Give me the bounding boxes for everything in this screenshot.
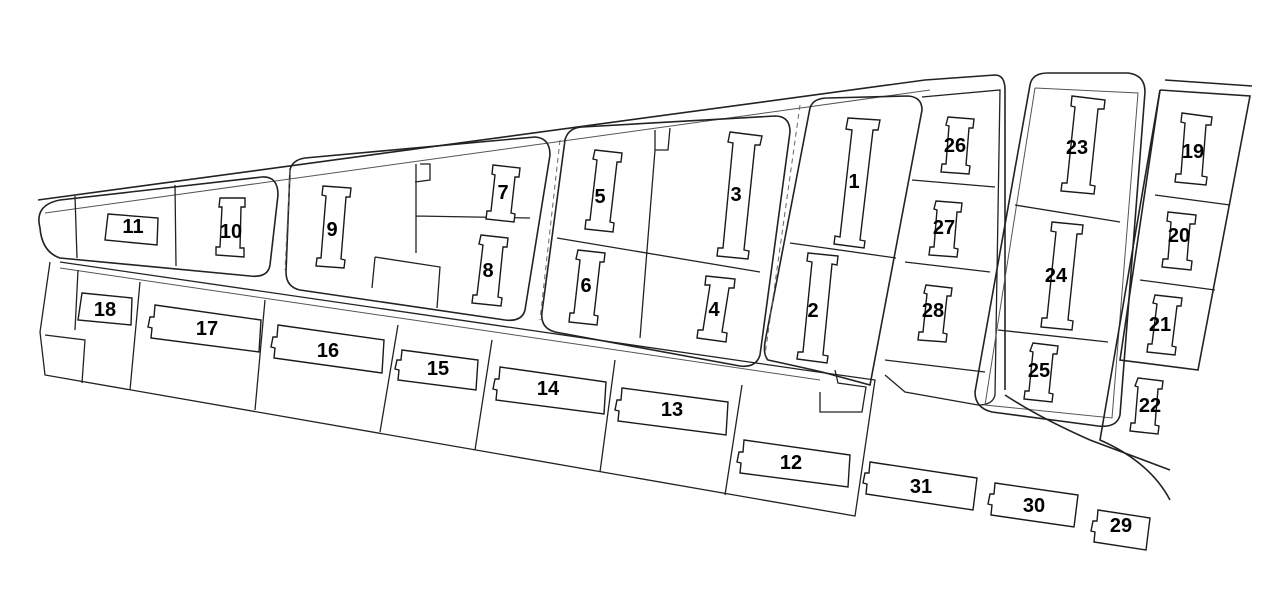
building-label-11: 11 [122, 216, 143, 238]
building-label-20: 20 [1168, 225, 1190, 247]
building-label-12: 12 [780, 452, 802, 474]
building-label-4: 4 [708, 299, 720, 321]
building-label-31: 31 [910, 476, 932, 498]
building-24[interactable] [1040, 221, 1084, 331]
building-label-23: 23 [1066, 137, 1088, 159]
building-label-19: 19 [1182, 141, 1204, 163]
building-30[interactable] [987, 482, 1079, 528]
building-label-8: 8 [482, 260, 493, 282]
building-31[interactable] [862, 461, 978, 511]
road-network [37, 72, 1253, 517]
building-label-16: 16 [317, 340, 339, 362]
building-29[interactable] [1090, 509, 1151, 551]
building-8[interactable] [471, 234, 509, 307]
building-28[interactable] [917, 284, 953, 343]
building-label-22: 22 [1139, 395, 1161, 417]
building-9[interactable] [315, 185, 352, 269]
building-6[interactable] [568, 249, 606, 326]
building-label-10: 10 [220, 221, 242, 243]
building-13[interactable] [614, 387, 729, 436]
building-10[interactable] [215, 197, 246, 258]
building-1[interactable] [833, 117, 881, 249]
building-label-17: 17 [196, 318, 218, 340]
buildings [77, 95, 1213, 551]
building-label-14: 14 [537, 378, 560, 400]
building-label-5: 5 [594, 186, 605, 208]
building-label-21: 21 [1149, 314, 1171, 336]
building-15[interactable] [394, 349, 479, 391]
building-3[interactable] [716, 131, 763, 260]
building-18[interactable] [77, 292, 133, 326]
building-label-28: 28 [922, 300, 944, 322]
building-14[interactable] [492, 366, 607, 415]
building-label-24: 24 [1045, 265, 1068, 287]
building-label-27: 27 [933, 217, 955, 239]
building-label-2: 2 [807, 300, 818, 322]
building-12[interactable] [736, 439, 851, 488]
building-27[interactable] [928, 200, 963, 258]
building-label-18: 18 [94, 299, 116, 321]
building-26[interactable] [940, 116, 975, 175]
building-label-1: 1 [848, 171, 859, 193]
building-label-26: 26 [944, 135, 966, 157]
building-11[interactable] [104, 213, 159, 246]
building-label-3: 3 [730, 184, 741, 206]
building-25[interactable] [1023, 342, 1059, 403]
building-label-7: 7 [497, 182, 508, 204]
building-label-25: 25 [1028, 360, 1050, 382]
building-22[interactable] [1129, 377, 1164, 435]
building-23[interactable] [1060, 95, 1106, 195]
building-2[interactable] [796, 252, 839, 364]
building-7[interactable] [485, 164, 521, 223]
building-label-9: 9 [326, 219, 337, 241]
building-4[interactable] [696, 275, 736, 343]
building-label-13: 13 [661, 399, 683, 421]
building-5[interactable] [584, 149, 623, 233]
building-label-30: 30 [1023, 495, 1045, 517]
building-21[interactable] [1146, 294, 1183, 356]
building-20[interactable] [1161, 211, 1197, 271]
building-label-15: 15 [427, 358, 449, 380]
building-17[interactable] [147, 304, 262, 353]
building-16[interactable] [270, 324, 385, 374]
building-19[interactable] [1174, 112, 1213, 186]
building-label-29: 29 [1110, 515, 1132, 537]
building-label-6: 6 [580, 275, 591, 297]
building-labels: 1 2 3 4 5 6 7 8 9 10 11 12 13 14 15 16 1… [94, 135, 1204, 537]
